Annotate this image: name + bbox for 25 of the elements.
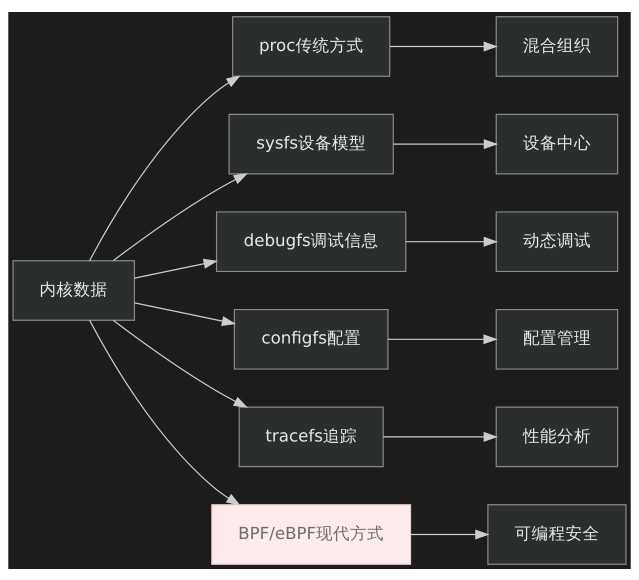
node-box: 设备中心: [496, 113, 618, 174]
node-box: 动态调试: [496, 210, 618, 272]
arrow: [390, 41, 498, 52]
arrow: [388, 334, 498, 344]
node-box: 混合组织: [496, 16, 618, 76]
node-box: 性能分析: [496, 406, 618, 467]
node-box: tracefs追踪: [238, 406, 384, 467]
arrow: [393, 138, 498, 149]
node-box: proc传统方式: [232, 16, 390, 76]
node-box: debugfs调试信息: [216, 210, 406, 272]
node-box: BPF/eBPF现代方式: [211, 504, 412, 564]
node-box: configfs配置: [234, 308, 389, 370]
arrow: [383, 431, 498, 442]
arrow: [134, 258, 218, 278]
node-box: sysfs设备模型: [228, 113, 394, 174]
arrow: [89, 74, 241, 260]
arrow: [112, 319, 248, 408]
node-box: 配置管理: [496, 308, 618, 370]
arrow: [406, 236, 498, 246]
node-box: 可编程安全: [487, 504, 627, 564]
arrow: [410, 528, 490, 539]
arrow: [134, 302, 236, 326]
arrow: [89, 320, 241, 506]
arrow: [112, 172, 248, 261]
node-box: 内核数据: [12, 260, 136, 320]
